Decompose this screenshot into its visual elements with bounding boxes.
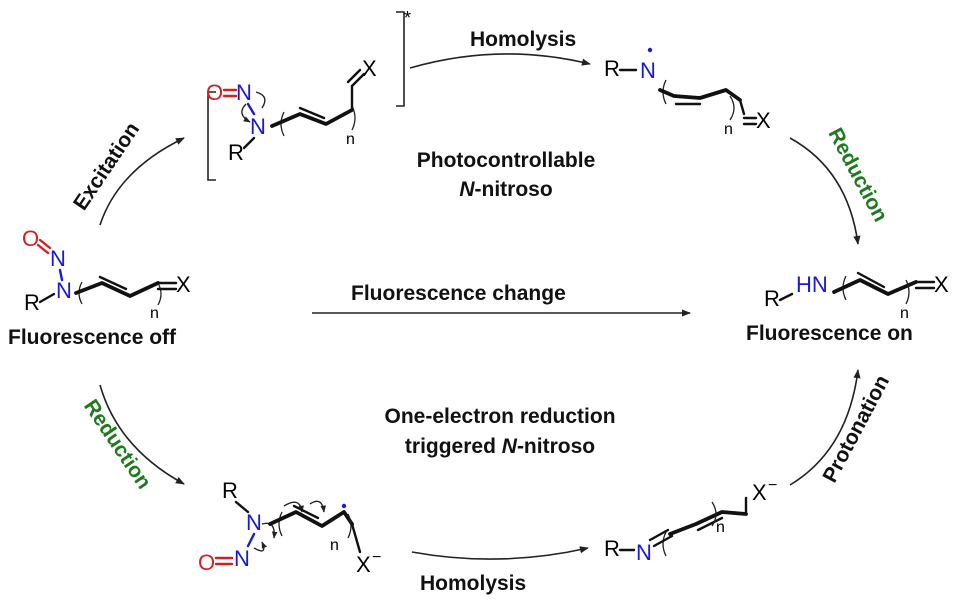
homolysis-bottom-arrow	[411, 546, 589, 560]
photocontrollable-label: Photocontrollable	[417, 149, 596, 172]
bl-R: R	[222, 478, 238, 503]
right-X: X	[934, 272, 949, 297]
triggered-prefix: triggered	[405, 435, 502, 458]
homolysis-top-arrow	[409, 53, 591, 69]
reduction-left-arrow	[99, 384, 185, 485]
top-X: X	[362, 56, 377, 81]
bl-O: O	[198, 550, 215, 575]
top-N-amine: N	[250, 114, 266, 139]
left-X: X	[176, 272, 191, 297]
bl-radical-dot	[341, 503, 347, 509]
excitation-label: Excitation	[69, 118, 144, 214]
tr-N: N	[640, 58, 656, 83]
tr-X: X	[756, 108, 771, 133]
tr-n: n	[724, 121, 733, 138]
fluorescence-off-label: Fluorescence off	[8, 326, 177, 349]
fluorescence-on-label: Fluorescence on	[746, 322, 913, 345]
excitation-arrow	[99, 137, 185, 226]
excited-star: *	[404, 8, 411, 28]
photo-nitroso-N: N	[459, 178, 475, 201]
reduction-right-arrow	[789, 137, 861, 245]
triggered-nitroso-N: N	[502, 435, 518, 458]
br-minus: −	[768, 477, 777, 494]
top-O: O	[206, 80, 223, 105]
imine-anion-molecule: R N n X −	[604, 477, 777, 565]
br-N: N	[636, 540, 652, 565]
reduction-right-label: Reduction	[823, 124, 892, 225]
top-R: R	[228, 140, 244, 165]
tr-radical-dot	[647, 47, 653, 53]
right-HN: HN	[796, 272, 828, 297]
bl-n: n	[330, 537, 339, 554]
top-N-nitroso: N	[236, 80, 252, 105]
protonation-label: Protonation	[818, 372, 894, 487]
fluorescence-change-label: Fluorescence change	[351, 282, 566, 305]
radical-anion-molecule: R N N O n X −	[198, 478, 381, 577]
reduction-left-label: Reduction	[79, 395, 155, 493]
br-R: R	[604, 536, 620, 561]
bl-N-nitroso: N	[234, 546, 250, 571]
bl-minus: −	[372, 549, 381, 566]
homolysis-bottom-label: Homolysis	[420, 572, 526, 595]
bl-N-amine: N	[246, 510, 262, 535]
br-n: n	[716, 519, 725, 536]
photo-nitroso-label: N-nitroso	[459, 178, 552, 201]
protonation-arrow	[789, 369, 861, 486]
triggered-nitroso-label: triggered N-nitroso	[405, 435, 595, 458]
left-R: R	[24, 290, 40, 315]
bl-X: X	[356, 552, 371, 577]
photo-nitroso-suffix: -nitroso	[475, 178, 553, 201]
nitroso-probe-molecule: O N N R n X	[22, 226, 191, 322]
br-X: X	[752, 480, 767, 505]
triggered-nitroso-suffix: -nitroso	[517, 435, 595, 458]
right-R: R	[764, 286, 780, 311]
left-n: n	[150, 305, 159, 322]
top-n: n	[346, 131, 355, 148]
tr-R: R	[604, 56, 620, 81]
amine-product-molecule: R HN n X	[764, 271, 949, 322]
right-n: n	[900, 305, 909, 322]
left-N-amine: N	[56, 278, 72, 303]
aminyl-radical-molecule: R N n X	[604, 47, 771, 138]
left-O: O	[22, 226, 39, 251]
excited-state-molecule: * O N N R n X	[206, 8, 411, 181]
left-N-nitroso: N	[50, 246, 66, 271]
homolysis-top-label: Homolysis	[470, 28, 576, 51]
one-electron-label: One-electron reduction	[384, 405, 615, 428]
